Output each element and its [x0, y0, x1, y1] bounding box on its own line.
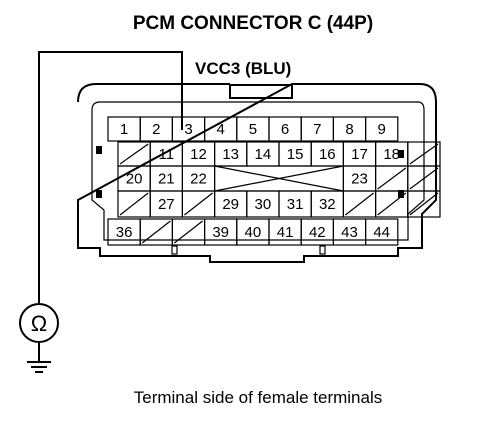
- terminal-label: 6: [281, 121, 289, 138]
- blank-terminal-mark: [345, 192, 374, 216]
- terminal-blank: [407, 190, 441, 218]
- caption: Terminal side of female terminals: [134, 388, 382, 407]
- ground-icon: [27, 342, 51, 373]
- terminal-label: 30: [255, 196, 272, 213]
- blank-terminal-mark: [409, 143, 439, 165]
- terminal-label: 5: [249, 121, 257, 138]
- blank-terminal-mark: [119, 192, 149, 216]
- blank-terminal-mark: [174, 220, 203, 244]
- terminal-label: 27: [158, 196, 175, 213]
- terminal-label: 40: [245, 224, 262, 241]
- blank-region: [214, 165, 345, 192]
- terminal-label: 42: [309, 224, 326, 241]
- blank-region-cross: [214, 165, 344, 192]
- terminal-label: 9: [378, 121, 386, 138]
- test-lead-wire: [38, 51, 183, 304]
- terminal-label: 31: [287, 196, 304, 213]
- blank-terminal-mark: [377, 167, 407, 190]
- signal-label: VCC3 (BLU): [195, 59, 291, 78]
- terminal-44: [365, 218, 399, 246]
- terminal-label: 15: [287, 146, 304, 163]
- terminal-label: 14: [255, 146, 272, 163]
- terminal-label: 18: [383, 146, 400, 163]
- ohm-symbol: Ω: [31, 311, 47, 336]
- connector-housing: [77, 83, 437, 263]
- terminal-label: 43: [341, 224, 358, 241]
- terminal-label: 32: [319, 196, 336, 213]
- terminal-label: 39: [212, 224, 229, 241]
- blank-terminal-mark: [409, 167, 439, 190]
- terminal-label: 8: [345, 121, 353, 138]
- terminal-label: 29: [222, 196, 239, 213]
- blank-terminal-mark: [141, 220, 171, 244]
- terminal-label: 17: [351, 146, 368, 163]
- terminal-label: 3: [184, 121, 192, 138]
- blank-terminal-mark: [409, 192, 439, 216]
- terminal-label: 20: [126, 171, 143, 188]
- blank-terminal-mark: [377, 192, 407, 216]
- terminal-label: 11: [159, 146, 175, 163]
- terminal-label: 21: [158, 171, 175, 188]
- terminal-label: 4: [217, 121, 225, 138]
- terminal-label: 12: [190, 146, 207, 163]
- terminal-label: 16: [319, 146, 336, 163]
- terminal-label: 22: [190, 171, 207, 188]
- terminal-9: [365, 116, 399, 142]
- ohmmeter-icon: Ω: [19, 303, 59, 343]
- terminal-label: 23: [351, 171, 368, 188]
- terminal-label: 2: [152, 121, 160, 138]
- terminal-label: 7: [313, 121, 321, 138]
- terminal-label: 13: [222, 146, 239, 163]
- terminal-label: 44: [373, 224, 390, 241]
- terminal-label: 41: [277, 224, 294, 241]
- terminal-label: 1: [120, 121, 128, 138]
- blank-terminal-mark: [119, 143, 149, 165]
- blank-terminal-mark: [184, 192, 213, 216]
- diagram-title: PCM CONNECTOR C (44P): [133, 13, 373, 34]
- terminal-label: 36: [116, 224, 133, 241]
